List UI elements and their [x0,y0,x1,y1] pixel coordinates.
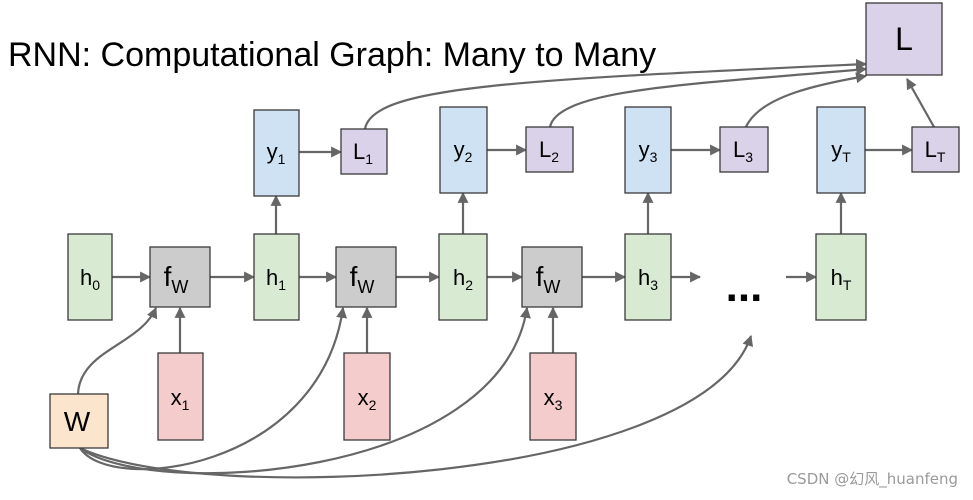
node-L3: L3 [719,126,769,173]
node-fw1: fW [149,246,211,308]
node-LT: LT [911,126,960,173]
svg-text:x3: x3 [544,385,563,413]
svg-text:L1: L1 [353,139,373,167]
node-hT: hT [815,233,867,321]
svg-text:x1: x1 [171,385,190,413]
edge-L1-L [363,58,868,130]
node-h3: h3 [624,233,672,321]
svg-text:y3: y3 [639,137,658,165]
node-L1: L1 [340,128,388,175]
edge-L3-L [744,72,868,128]
edge-LT-L [906,78,935,128]
node-x1: x1 [157,352,204,441]
node-h2: h2 [438,233,488,321]
svg-text:fW: fW [350,261,375,297]
node-yT: yT [816,106,866,194]
svg-text:y2: y2 [454,137,473,165]
svg-text:h3: h3 [638,265,658,293]
svg-text:h0: h0 [80,265,100,293]
node-total-loss: L [865,2,943,76]
edge-W-dots [79,334,753,479]
watermark: CSDN @幻风_huanfeng [787,470,958,489]
svg-text:L: L [895,21,913,57]
node-y3: y3 [624,106,672,194]
node-y1: y1 [253,109,300,197]
edge-W-fw2 [79,306,348,471]
svg-text:x2: x2 [358,385,377,413]
node-y2: y2 [439,106,488,194]
node-x3: x3 [529,352,577,441]
svg-text:y1: y1 [267,139,286,167]
edges [76,58,935,479]
svg-text:L2: L2 [539,137,559,165]
svg-text:yT: yT [831,137,851,165]
edge-W-fw3 [79,306,531,475]
svg-text:W: W [64,406,91,437]
node-L2: L2 [525,126,574,173]
node-fw3: fW [521,246,583,308]
svg-text:fW: fW [536,261,561,297]
svg-text:fW: fW [164,261,189,297]
svg-text:h1: h1 [266,265,286,293]
edge-L2-L [548,64,868,128]
node-h1: h1 [253,233,300,321]
edge-W-fw1 [76,306,158,395]
svg-text:hT: hT [831,265,852,293]
node-fw2: fW [335,246,397,308]
svg-text:h2: h2 [453,265,473,293]
svg-text:L3: L3 [733,137,753,165]
ellipsis: ... [726,262,763,311]
node-W: W [49,393,109,449]
svg-text:LT: LT [925,137,946,165]
node-x2: x2 [343,352,391,441]
diagram-title: RNN: Computational Graph: Many to Many [8,36,656,74]
node-h0: h0 [67,233,113,321]
